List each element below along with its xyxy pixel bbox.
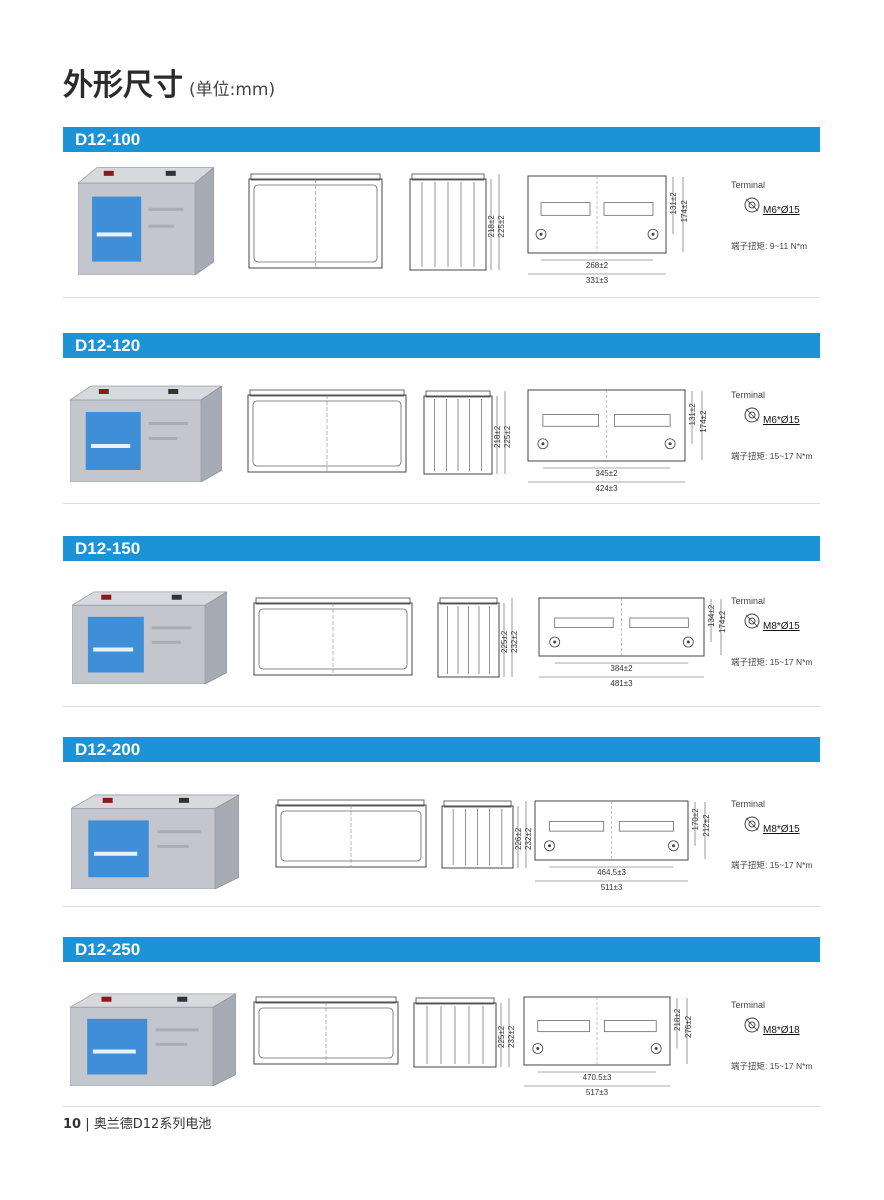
length-dimension-2: 331±3 <box>586 276 609 285</box>
footer-text: 奥兰德D12系列电池 <box>93 1117 212 1132</box>
terminal-label: Terminal <box>731 390 766 400</box>
terminal-torque: 端子扭矩: 9~11 N*m <box>731 241 808 251</box>
terminal-label: Terminal <box>731 596 766 606</box>
length-dimension-2: 424±3 <box>595 484 618 493</box>
height-dimension-1: 225±2 <box>500 630 509 653</box>
terminal-torque: 端子扭矩: 15~17 N*m <box>731 1061 813 1071</box>
terminal-bolt-icon <box>744 816 760 832</box>
height-dimension-1: 225±2 <box>497 1025 506 1048</box>
terminal-size: M6*Ø15 <box>763 205 800 216</box>
model-title-bar: D12-120 <box>63 333 820 358</box>
page-title-unit: (单位:mm) <box>189 80 276 100</box>
width-dimension-2: 174±2 <box>680 200 689 223</box>
front-view-drawing <box>253 996 399 1065</box>
terminal-size: M8*Ø15 <box>763 824 800 835</box>
height-dimension-2: 232±2 <box>510 630 519 653</box>
front-view-drawing <box>253 597 413 676</box>
height-dimension-2: 232±2 <box>507 1025 516 1048</box>
section-divider <box>63 906 820 907</box>
section-divider <box>63 503 820 504</box>
front-view-drawing <box>247 389 407 473</box>
width-dimension-2: 276±2 <box>684 1015 693 1038</box>
length-dimension-2: 511±3 <box>601 883 623 892</box>
page-number: 10 <box>63 1117 82 1132</box>
section-divider <box>63 1106 820 1107</box>
page-title: 外形尺寸 (单位:mm) <box>63 60 275 104</box>
battery-photo <box>72 591 227 684</box>
width-dimension-1: 131±2 <box>688 403 697 426</box>
width-dimension-1: 131±2 <box>669 192 678 215</box>
width-dimension-1: 134±2 <box>707 604 716 627</box>
height-dimension-1: 218±2 <box>493 425 502 448</box>
length-dimension-1: 384±2 <box>610 664 633 673</box>
width-dimension-2: 174±2 <box>699 410 708 433</box>
length-dimension-1: 464.5±3 <box>597 868 626 877</box>
page-title-text: 外形尺寸 <box>63 68 183 103</box>
height-dimension-2: 232±2 <box>524 827 533 850</box>
length-dimension-1: 345±2 <box>595 469 618 478</box>
height-dimension-1: 218±2 <box>487 215 496 238</box>
terminal-bolt-icon <box>744 197 760 213</box>
model-title-bar: D12-250 <box>63 937 820 962</box>
terminal-bolt-icon <box>744 613 760 629</box>
terminal-label: Terminal <box>731 1000 766 1010</box>
terminal-size: M6*Ø15 <box>763 415 800 426</box>
height-dimension-1: 226±2 <box>514 827 523 850</box>
model-title-bar: D12-150 <box>63 536 820 561</box>
battery-photo <box>71 794 239 889</box>
footer-separator: | <box>85 1117 90 1132</box>
length-dimension-2: 481±3 <box>610 679 633 688</box>
front-view-drawing <box>248 173 383 269</box>
length-dimension-2: 517±3 <box>586 1088 609 1097</box>
terminal-size: M8*Ø18 <box>763 1025 800 1036</box>
section-divider <box>63 706 820 707</box>
model-title-bar: D12-100 <box>63 127 820 152</box>
battery-photo <box>70 385 222 482</box>
length-dimension-1: 268±2 <box>586 261 609 270</box>
terminal-torque: 端子扭矩: 15~17 N*m <box>731 860 813 870</box>
model-title-bar: D12-200 <box>63 737 820 762</box>
height-dimension-2: 225±2 <box>503 425 512 448</box>
section-divider <box>63 297 820 298</box>
width-dimension-2: 174±2 <box>718 610 727 633</box>
terminal-label: Terminal <box>731 799 766 809</box>
height-dimension-2: 225±2 <box>497 215 506 238</box>
length-dimension-1: 470.5±3 <box>583 1073 612 1082</box>
battery-photo <box>78 166 214 275</box>
terminal-torque: 端子扭矩: 15~17 N*m <box>731 657 813 667</box>
page-footer: 10 | 奥兰德D12系列电池 <box>63 1113 211 1132</box>
terminal-label: Terminal <box>731 180 766 190</box>
battery-photo <box>70 993 236 1086</box>
width-dimension-2: 212±2 <box>702 814 711 837</box>
terminal-torque: 端子扭矩: 15~17 N*m <box>731 451 813 461</box>
terminal-size: M8*Ø15 <box>763 621 800 632</box>
terminal-bolt-icon <box>744 407 760 423</box>
width-dimension-1: 218±2 <box>673 1008 682 1031</box>
terminal-bolt-icon <box>744 1017 760 1033</box>
front-view-drawing <box>275 799 427 868</box>
width-dimension-1: 170±2 <box>691 808 700 831</box>
